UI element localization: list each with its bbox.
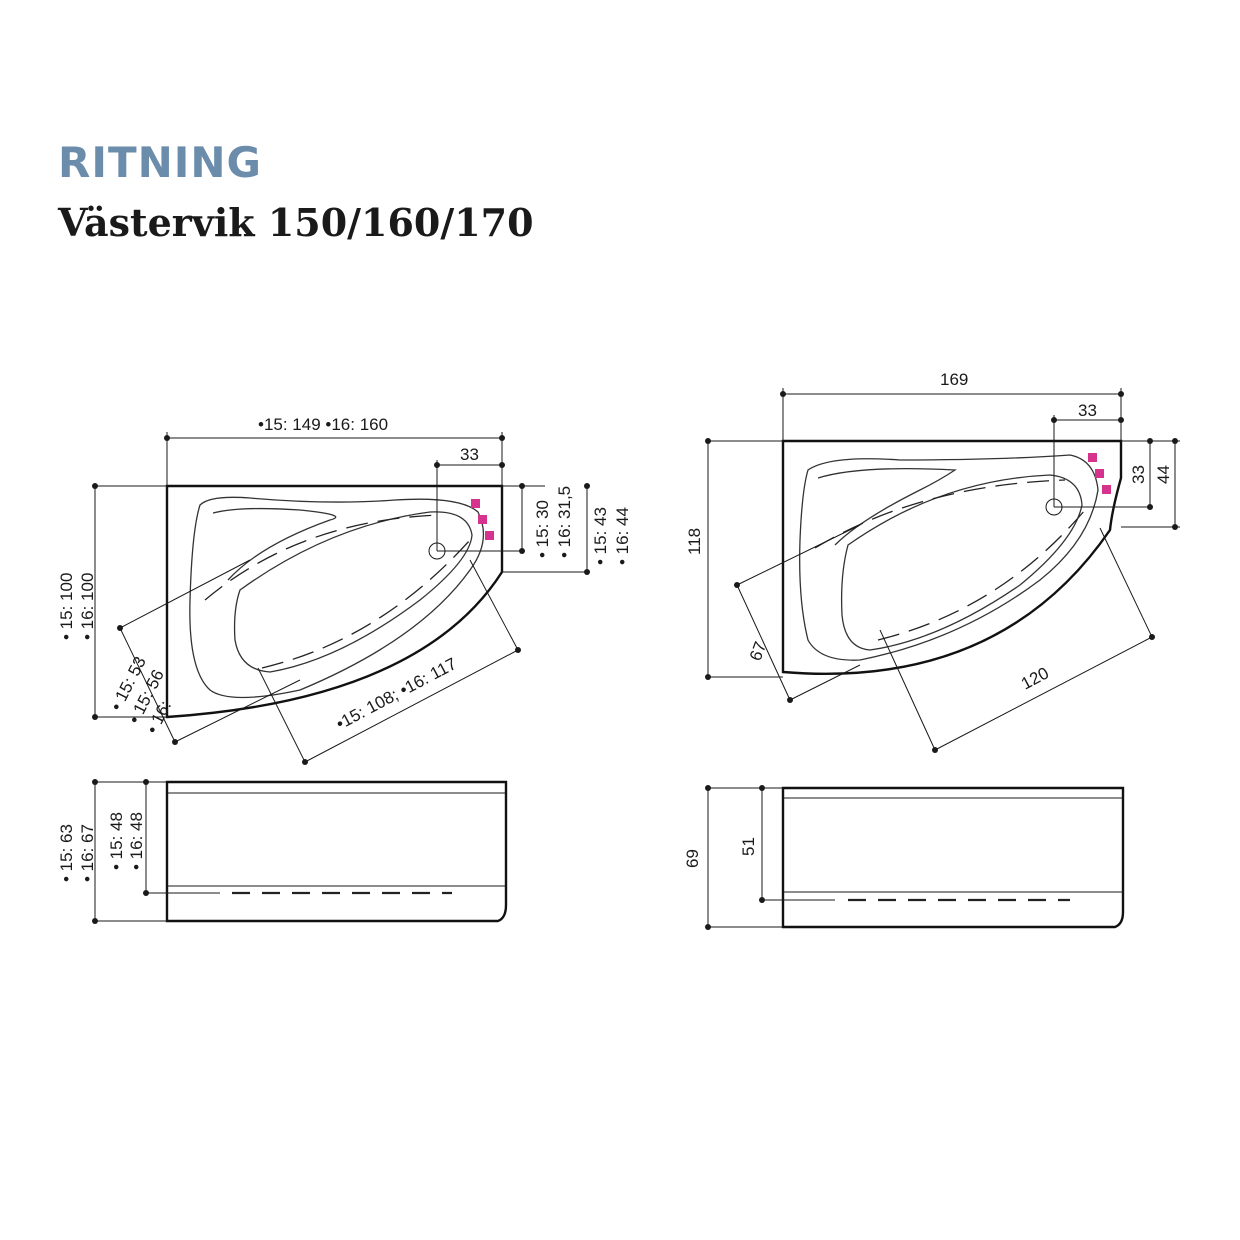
right-drain-offset-label: 33 — [1078, 401, 1097, 420]
right-height: 118 — [685, 528, 704, 555]
right-control-button-2 — [1095, 469, 1104, 478]
right-control-button-3 — [1102, 485, 1111, 494]
left-drain-depth-b: • 16: 31,5 — [555, 486, 574, 558]
right-control-button-1 — [1088, 453, 1097, 462]
left-front-total-b: • 16: 67 — [78, 824, 97, 882]
page-title: RITNING — [58, 138, 263, 187]
left-front-inner-a: • 15: 48 — [107, 812, 126, 870]
left-control-button-3 — [485, 531, 494, 540]
left-front-total-a: • 15: 63 — [57, 824, 76, 882]
right-top-width-label: 169 — [940, 370, 968, 389]
right-front-inner: 51 — [739, 837, 758, 856]
right-side-a: 33 — [1129, 465, 1148, 484]
left-control-button-1 — [471, 499, 480, 508]
left-front-inner-b: • 16: 48 — [127, 812, 146, 870]
left-height-a: • 15: 100 — [57, 573, 76, 640]
left-side-b: • 16: 44 — [613, 507, 632, 565]
right-front-view: 69 51 — [683, 785, 1125, 930]
left-tub-basin — [233, 511, 473, 673]
right-top-view: 169 33 33 44 118 67 120 — [685, 370, 1180, 753]
left-tub-rim — [189, 496, 484, 699]
left-height-b: • 16: 100 — [78, 573, 97, 640]
left-front-view: • 15: 63 • 16: 67 • 15: 48 • 16: 48 — [57, 779, 508, 924]
left-top-width-label: •15: 149 •16: 160 — [258, 415, 388, 434]
right-tub-basin — [840, 474, 1083, 651]
right-tub-rim — [799, 454, 1099, 661]
right-side-b: 44 — [1154, 465, 1173, 484]
left-drain-offset-label: 33 — [460, 445, 479, 464]
right-diag-long: 120 — [1018, 663, 1052, 693]
left-side-a: • 15: 43 — [591, 507, 610, 565]
left-tub-inner-rim — [212, 507, 337, 581]
right-tub-dashed — [814, 479, 1066, 549]
left-tub-outline — [165, 484, 504, 719]
left-control-button-2 — [478, 515, 487, 524]
right-tub-inner-rim — [817, 467, 957, 546]
left-front-outline — [165, 780, 508, 923]
right-tub-outline — [781, 439, 1123, 676]
right-front-total: 69 — [683, 849, 702, 868]
page-subtitle: Västervik 150/160/170 — [58, 200, 534, 245]
right-diag-short: 67 — [746, 639, 770, 663]
right-front-outline — [781, 786, 1125, 929]
left-drain-depth-a: • 15: 30 — [533, 500, 552, 558]
left-top-view: •15: 149 •16: 160 33 • 15: 30 • 16: 31,5… — [57, 415, 632, 765]
